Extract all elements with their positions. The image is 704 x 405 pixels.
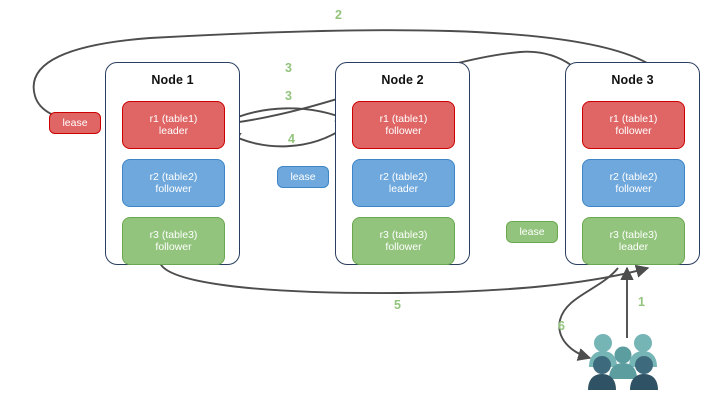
replica-n2-r2[interactable]: r2 (table2) leader: [352, 159, 455, 207]
replica-n3-r3-name: r3 (table3): [609, 228, 658, 241]
replica-n1-r2[interactable]: r2 (table2) follower: [122, 159, 225, 207]
replica-n1-r3-role: follower: [155, 241, 192, 253]
edge-label-3b: 3: [285, 89, 292, 103]
users-icon: [588, 334, 658, 390]
node-3-box[interactable]: Node 3 r1 (table1) follower r2 (table2) …: [565, 62, 700, 265]
node-1-title: Node 1: [151, 73, 194, 87]
lease-chip-r3[interactable]: lease: [506, 221, 558, 243]
replica-n1-r2-name: r2 (table2): [149, 170, 198, 183]
lease-chip-r2[interactable]: lease: [277, 166, 329, 188]
replica-n1-r3-name: r3 (table3): [149, 228, 198, 241]
node-2-title: Node 2: [381, 73, 424, 87]
edge-3-lower-path: [223, 107, 350, 124]
replica-n1-r2-role: follower: [155, 183, 192, 195]
replica-n2-r1-role: follower: [385, 125, 422, 137]
replica-n2-r1-name: r1 (table1): [379, 112, 428, 125]
replica-n3-r1-role: follower: [615, 125, 652, 137]
edge-label-5: 5: [394, 298, 401, 312]
replica-n2-r3-role: follower: [385, 241, 422, 253]
lease-chip-r1[interactable]: lease: [49, 112, 101, 134]
node-2-box[interactable]: Node 2 r1 (table1) follower r2 (table2) …: [335, 62, 470, 265]
replica-n3-r1[interactable]: r1 (table1) follower: [582, 101, 685, 149]
replica-n1-r1-role: leader: [158, 125, 189, 137]
replica-n3-r1-name: r1 (table1): [609, 112, 658, 125]
node-3-title: Node 3: [611, 73, 654, 87]
replica-n2-r1[interactable]: r1 (table1) follower: [352, 101, 455, 149]
edge-label-4: 4: [288, 132, 295, 146]
replica-n1-r3[interactable]: r3 (table3) follower: [122, 217, 225, 265]
edge-6-path: [558, 267, 619, 361]
replica-n2-r2-role: leader: [388, 183, 419, 195]
edge-label-2: 2: [335, 8, 342, 22]
replica-n2-r3-name: r3 (table3): [379, 228, 428, 241]
replica-n3-r2[interactable]: r2 (table2) follower: [582, 159, 685, 207]
replica-n3-r3-role: leader: [618, 241, 649, 253]
node-1-box[interactable]: Node 1 r1 (table1) leader r2 (table2) fo…: [105, 62, 240, 265]
edge-5-path: [159, 262, 650, 294]
replica-n1-r1[interactable]: r1 (table1) leader: [122, 101, 225, 149]
replica-n2-r3[interactable]: r3 (table3) follower: [352, 217, 455, 265]
replica-n3-r2-name: r2 (table2): [609, 170, 658, 183]
replica-n3-r2-role: follower: [615, 183, 652, 195]
replica-n2-r2-name: r2 (table2): [379, 170, 428, 183]
edge-label-1: 1: [638, 295, 645, 309]
edge-label-6: 6: [558, 319, 565, 333]
edge-label-3a: 3: [285, 61, 292, 75]
replica-n1-r1-name: r1 (table1): [149, 112, 198, 125]
replica-n3-r3[interactable]: r3 (table3) leader: [582, 217, 685, 265]
